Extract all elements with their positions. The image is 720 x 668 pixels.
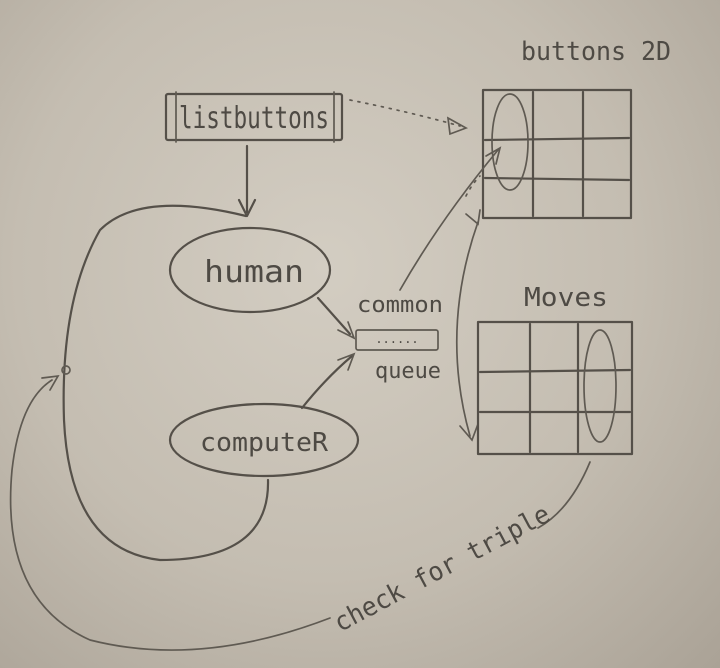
check-for-triple-label: check for triple bbox=[329, 499, 555, 638]
buttons2d-grid bbox=[481, 88, 633, 220]
queue-contents: ...... bbox=[375, 332, 418, 346]
moves-grid bbox=[476, 320, 634, 456]
human-label: human bbox=[204, 255, 304, 290]
loop-computer-to-human bbox=[61, 204, 270, 562]
dotted-arrow-into-buttons2d bbox=[465, 175, 481, 226]
arrow-human-to-queue bbox=[316, 296, 356, 340]
buttons2d-title: buttons 2D bbox=[521, 37, 671, 67]
common-queue-node: common ...... queue bbox=[355, 293, 443, 384]
listbuttons-node: listbuttons bbox=[164, 91, 344, 143]
loop-check-to-start bbox=[9, 374, 331, 651]
moves-column-highlight bbox=[583, 329, 617, 443]
computer-label: computeR bbox=[200, 428, 328, 458]
queue-label: queue bbox=[375, 359, 441, 384]
arrow-listbuttons-to-buttons2d bbox=[349, 99, 469, 136]
arrow-queue-to-buttons2d bbox=[399, 146, 502, 291]
moves-to-check-curve bbox=[537, 461, 591, 529]
moves-title: Moves bbox=[524, 283, 608, 313]
computer-node: computeR bbox=[168, 402, 360, 478]
check-for-triple-annotation: check for triple bbox=[329, 499, 555, 638]
listbuttons-label: listbuttons bbox=[179, 101, 329, 136]
buttons2d-column-highlight bbox=[491, 93, 529, 191]
human-node: human bbox=[168, 226, 332, 314]
arrow-listbuttons-to-human bbox=[237, 144, 257, 218]
arrow-buttons2d-to-moves bbox=[455, 221, 479, 442]
common-label: common bbox=[357, 293, 443, 318]
arrow-computer-to-queue bbox=[300, 352, 356, 410]
